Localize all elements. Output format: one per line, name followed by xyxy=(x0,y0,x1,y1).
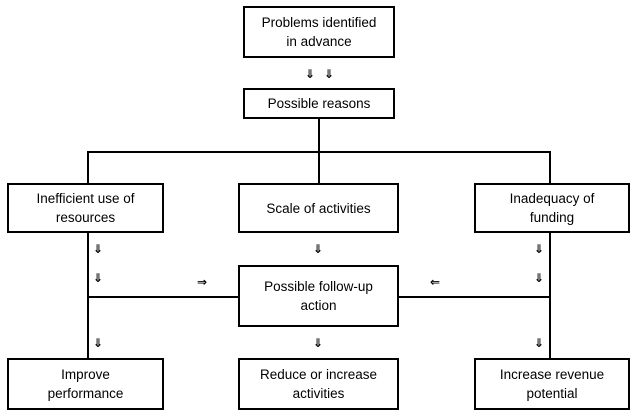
connector-left-to-followup xyxy=(87,296,238,298)
possible-reasons-box: Possible reasons xyxy=(243,88,395,119)
connector-bus-to-left xyxy=(87,151,89,184)
problems-identified-box: Problems identified in advance xyxy=(243,6,395,58)
possible-followup-box: Possible follow-up action xyxy=(238,265,399,327)
down-arrow-icon: ⇓ xyxy=(534,242,545,256)
down-arrow-icon: ⇓ xyxy=(534,336,545,350)
inefficient-use-box: Inefficient use of resources xyxy=(7,183,164,233)
down-arrow-icon: ⇓ xyxy=(93,336,104,350)
connector-bus-to-center xyxy=(318,151,320,184)
down-arrow-icon: ⇓ xyxy=(93,242,104,256)
down-arrow-icon: ⇓ xyxy=(534,271,545,285)
left-arrow-icon: ⇐ xyxy=(430,275,441,289)
inadequacy-of-funding-box: Inadequacy of funding xyxy=(474,183,630,233)
scale-of-activities-label: Scale of activities xyxy=(266,200,371,216)
improve-performance-label: Improve performance xyxy=(47,367,124,401)
inefficient-use-label: Inefficient use of resources xyxy=(36,191,135,225)
increase-revenue-box: Increase revenue potential xyxy=(474,358,630,410)
connector-left-vertical xyxy=(87,231,89,359)
connector-right-vertical xyxy=(549,231,551,359)
scale-of-activities-box: Scale of activities xyxy=(238,183,399,233)
reduce-or-increase-label: Reduce or increase activities xyxy=(259,367,378,401)
possible-followup-label: Possible follow-up action xyxy=(264,279,373,313)
problems-identified-label: Problems identified in advance xyxy=(261,15,377,49)
down-arrow-icon: ⇓ xyxy=(305,67,316,81)
down-arrow-icon: ⇓ xyxy=(313,242,324,256)
connector-bus-to-right xyxy=(549,151,551,184)
down-arrow-icon: ⇓ xyxy=(93,271,104,285)
reduce-or-increase-box: Reduce or increase activities xyxy=(238,358,399,410)
improve-performance-box: Improve performance xyxy=(7,358,164,410)
down-arrow-icon: ⇓ xyxy=(313,336,324,350)
right-arrow-icon: ⇒ xyxy=(197,275,208,289)
increase-revenue-label: Increase revenue potential xyxy=(499,367,605,401)
possible-reasons-label: Possible reasons xyxy=(267,96,371,111)
connector-followup-to-right xyxy=(398,296,551,298)
down-arrow-icon: ⇓ xyxy=(324,67,335,81)
inadequacy-of-funding-label: Inadequacy of funding xyxy=(509,191,595,225)
connector-reasons-to-bus xyxy=(318,117,320,153)
